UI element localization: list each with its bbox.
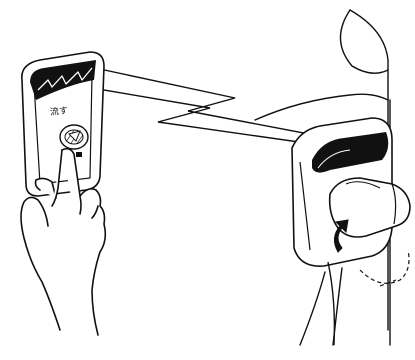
- receiver-cable: [328, 262, 334, 345]
- wireless-signal-beam: [92, 68, 330, 145]
- flush-button[interactable]: [60, 125, 88, 149]
- remote-controller: 流す: [22, 52, 104, 196]
- indicator-lamp: [76, 152, 82, 157]
- receiver-unit: [292, 118, 410, 345]
